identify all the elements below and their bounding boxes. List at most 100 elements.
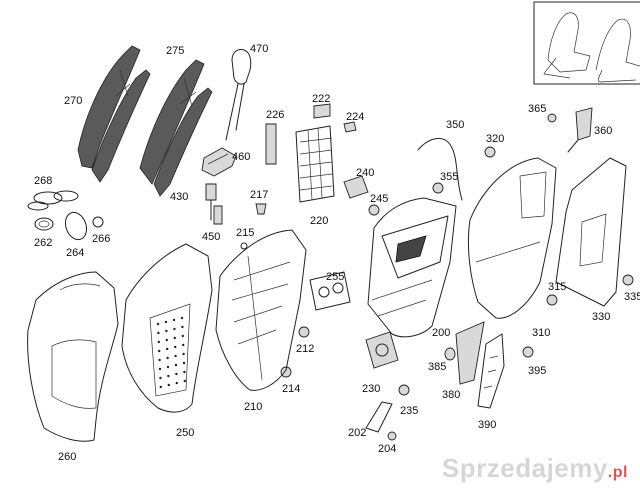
part-315-screw bbox=[546, 294, 558, 306]
label-230: 230 bbox=[362, 383, 380, 395]
part-214-screw bbox=[280, 366, 292, 378]
foam-vent-hole bbox=[175, 372, 178, 376]
label-330: 330 bbox=[592, 311, 610, 323]
foam-vent-hole bbox=[174, 363, 178, 367]
foam-vent-hole bbox=[183, 379, 186, 383]
label-222: 222 bbox=[312, 93, 330, 105]
part-365-screw bbox=[547, 113, 557, 123]
part-385-washer bbox=[444, 347, 456, 361]
part-262-ring bbox=[34, 217, 54, 231]
label-220: 220 bbox=[310, 215, 328, 227]
part-212-screw bbox=[298, 326, 310, 338]
part-266-washer bbox=[92, 216, 104, 228]
label-250: 250 bbox=[176, 427, 194, 439]
label-204: 204 bbox=[378, 443, 396, 455]
label-212: 212 bbox=[296, 343, 314, 355]
part-268-trim-rings bbox=[27, 190, 79, 211]
label-365: 365 bbox=[528, 103, 546, 115]
label-320: 320 bbox=[486, 133, 504, 145]
part-330-back-cover bbox=[555, 157, 627, 307]
foam-vent-hole bbox=[159, 385, 162, 389]
foam-vent-hole bbox=[157, 331, 160, 335]
part-215-clip bbox=[240, 242, 248, 250]
foam-vent-hole bbox=[165, 338, 168, 342]
seat-overview-inset bbox=[533, 1, 640, 85]
foam-vent-holes bbox=[156, 316, 186, 389]
part-380-trim-strip bbox=[455, 321, 485, 385]
part-200-seat-frame bbox=[367, 197, 457, 338]
label-270: 270 bbox=[64, 95, 82, 107]
label-240: 240 bbox=[356, 167, 374, 179]
label-226: 226 bbox=[266, 109, 284, 121]
foam-vent-hole bbox=[165, 329, 168, 333]
label-264: 264 bbox=[66, 247, 84, 259]
part-226-pad bbox=[265, 123, 277, 165]
foam-vent-hole bbox=[182, 352, 185, 356]
part-460-headrest-guide bbox=[201, 147, 237, 177]
label-210: 210 bbox=[244, 401, 262, 413]
foam-vent-hole bbox=[175, 381, 178, 385]
foam-vent-hole bbox=[166, 347, 169, 351]
foam-vent-hole bbox=[173, 327, 176, 331]
foam-vent-hole bbox=[156, 322, 160, 326]
foam-vent-hole bbox=[158, 358, 161, 362]
part-360-release-handle bbox=[567, 107, 593, 153]
part-222-clip bbox=[313, 103, 331, 119]
part-390-side-trim bbox=[477, 333, 505, 409]
part-number-labels: 270 275 470 226 222 224 460 350 320 365 … bbox=[34, 43, 640, 463]
foam-vent-hole bbox=[167, 374, 170, 378]
label-217: 217 bbox=[250, 189, 268, 201]
foam-vent-hole bbox=[182, 361, 186, 365]
label-235: 235 bbox=[400, 405, 418, 417]
label-266: 266 bbox=[92, 233, 110, 245]
foam-vent-hole bbox=[158, 367, 162, 371]
part-204-screw bbox=[387, 431, 397, 441]
label-385: 385 bbox=[428, 361, 446, 373]
foam-vent-hole bbox=[173, 336, 176, 340]
part-210-backrest-frame-shell bbox=[215, 229, 307, 391]
label-255: 255 bbox=[326, 271, 344, 283]
label-470: 470 bbox=[250, 43, 268, 55]
foam-vent-hole bbox=[159, 376, 162, 380]
part-202-bracket bbox=[365, 401, 393, 433]
label-310: 310 bbox=[532, 327, 550, 339]
part-270-backrest-trim-left bbox=[77, 45, 151, 183]
label-460: 460 bbox=[232, 151, 250, 163]
part-350-cable bbox=[417, 138, 463, 201]
label-224: 224 bbox=[346, 111, 364, 123]
part-395-screw bbox=[522, 346, 534, 358]
part-355-screw bbox=[432, 182, 444, 194]
part-310-rear-backrest-panel bbox=[467, 157, 557, 319]
label-268: 268 bbox=[34, 175, 52, 187]
label-390: 390 bbox=[478, 419, 496, 431]
foam-vent-hole bbox=[172, 318, 176, 322]
part-217-screw bbox=[255, 203, 267, 215]
label-450: 450 bbox=[202, 231, 220, 243]
foam-vent-hole bbox=[182, 343, 185, 347]
part-264-disc bbox=[64, 211, 88, 241]
label-395: 395 bbox=[528, 365, 546, 377]
part-470-headrest bbox=[225, 49, 252, 141]
foam-vent-hole bbox=[181, 334, 184, 338]
foam-vent-hole bbox=[166, 365, 170, 369]
label-215: 215 bbox=[236, 227, 254, 239]
label-200: 200 bbox=[432, 327, 450, 339]
label-260: 260 bbox=[58, 451, 76, 463]
watermark-text: Sprzedajemy bbox=[441, 453, 608, 483]
label-380: 380 bbox=[442, 389, 460, 401]
label-202: 202 bbox=[348, 427, 366, 439]
foam-vent-hole bbox=[180, 316, 184, 320]
foam-vent-hole bbox=[181, 325, 184, 329]
label-350: 350 bbox=[446, 119, 464, 131]
foam-vent-hole bbox=[158, 349, 161, 353]
label-360: 360 bbox=[594, 125, 612, 137]
part-430-guide-bolt bbox=[205, 183, 217, 221]
part-450-sleeve bbox=[213, 205, 223, 225]
label-245: 245 bbox=[370, 193, 388, 205]
part-260-seatback-cover bbox=[27, 271, 119, 442]
part-320-screw bbox=[484, 146, 496, 158]
foam-vent-hole bbox=[157, 340, 160, 344]
part-230-recliner-mechanism bbox=[365, 331, 399, 369]
label-430: 430 bbox=[170, 191, 188, 203]
